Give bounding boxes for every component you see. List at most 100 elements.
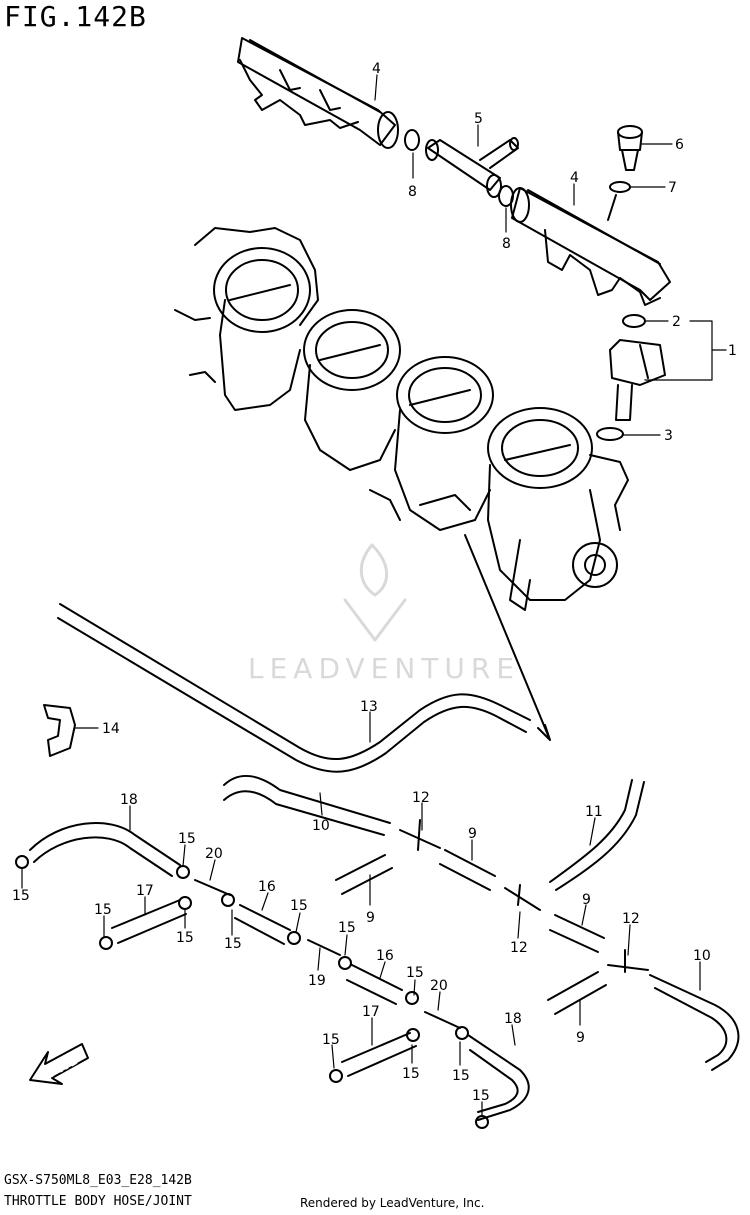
callout-20b: 20 bbox=[430, 978, 448, 994]
callout-15j: 15 bbox=[402, 1066, 420, 1082]
callout-15a: 15 bbox=[178, 831, 196, 847]
joint-part-12a bbox=[399, 819, 441, 851]
hose-part-10a-b bbox=[223, 790, 385, 836]
clamp-part-15k bbox=[455, 1026, 469, 1040]
o-ring-part-8b bbox=[498, 185, 514, 207]
clamp-part-15h bbox=[405, 991, 419, 1005]
bolt-guide-line bbox=[607, 194, 617, 221]
callout-2: 2 bbox=[672, 314, 681, 330]
fuel-rail-left bbox=[237, 37, 399, 149]
hose-part-16a bbox=[234, 904, 291, 945]
clamp-part-15b bbox=[176, 865, 190, 879]
bolt-part-6 bbox=[617, 125, 643, 171]
o-ring-part-8a bbox=[404, 129, 420, 151]
clamp-part-15f bbox=[287, 931, 301, 945]
callout-9b: 9 bbox=[366, 910, 375, 926]
callout-10b: 10 bbox=[693, 948, 711, 964]
callout-11: 11 bbox=[585, 804, 603, 820]
hose-part-17b bbox=[341, 1032, 417, 1077]
figure-title: FIG.142B bbox=[4, 0, 147, 33]
hose-part-9c bbox=[549, 914, 605, 953]
callout-14: 14 bbox=[102, 721, 120, 737]
callout-13: 13 bbox=[360, 699, 378, 715]
callout-12a: 12 bbox=[412, 790, 430, 806]
callout-7: 7 bbox=[668, 180, 677, 196]
hose-part-10a bbox=[223, 774, 391, 824]
callout-8b: 8 bbox=[502, 236, 511, 252]
hose-part-18a-b bbox=[33, 836, 173, 877]
callout-15d: 15 bbox=[176, 930, 194, 946]
callout-3: 3 bbox=[664, 428, 673, 444]
joint-part-20a bbox=[194, 879, 231, 896]
render-credit: Rendered by LeadVenture, Inc. bbox=[300, 1196, 485, 1210]
callout-15h: 15 bbox=[406, 965, 424, 981]
callout-4b: 4 bbox=[570, 170, 579, 186]
callout-9c: 9 bbox=[582, 892, 591, 908]
clamp-part-15c bbox=[99, 936, 113, 950]
clamp-part-15a bbox=[15, 855, 29, 869]
callout-15i: 15 bbox=[322, 1032, 340, 1048]
watermark-logo-icon bbox=[343, 543, 407, 642]
callout-15g: 15 bbox=[338, 920, 356, 936]
clamp-part-15j bbox=[406, 1028, 420, 1042]
seal-part-2 bbox=[622, 314, 646, 328]
callout-9a: 9 bbox=[468, 826, 477, 842]
fuel-rail-right bbox=[510, 187, 671, 306]
hose-part-10b bbox=[649, 974, 740, 1071]
callout-17b: 17 bbox=[362, 1004, 380, 1020]
callout-10a: 10 bbox=[312, 818, 330, 834]
callout-16a: 16 bbox=[258, 879, 276, 895]
joint-part-12b bbox=[504, 884, 541, 911]
fwd-label: FWD bbox=[45, 1052, 82, 1081]
callout-8a: 8 bbox=[408, 184, 417, 200]
leader-lines bbox=[21, 74, 727, 1117]
clamp-part-15d bbox=[178, 896, 192, 910]
callout-5: 5 bbox=[474, 111, 483, 127]
callout-15c: 15 bbox=[94, 902, 112, 918]
diagram-caption: THROTTLE BODY HOSE/JOINT bbox=[4, 1194, 192, 1209]
callout-12c: 12 bbox=[622, 911, 640, 927]
callout-15b: 15 bbox=[12, 888, 30, 904]
hose-part-11 bbox=[549, 779, 645, 891]
callout-4a: 4 bbox=[372, 61, 381, 77]
clamp-part-15g bbox=[338, 956, 352, 970]
fwd-arrow-icon bbox=[29, 1043, 89, 1085]
hose-part-17a bbox=[111, 899, 187, 944]
callout-15l: 15 bbox=[472, 1088, 490, 1104]
callout-6: 6 bbox=[675, 137, 684, 153]
hose-part-9a bbox=[335, 854, 393, 895]
callout-9d: 9 bbox=[576, 1030, 585, 1046]
clamp-part-15e bbox=[221, 893, 235, 907]
clamp-part-15i bbox=[329, 1069, 343, 1083]
clamp-part-14 bbox=[43, 704, 76, 757]
hose-part-18b bbox=[467, 1034, 530, 1121]
seal-part-3 bbox=[596, 427, 624, 441]
callout-17a: 17 bbox=[136, 883, 154, 899]
washer-part-7 bbox=[609, 181, 631, 193]
callout-labels: 1 2 3 4 4 5 6 7 8 8 9 9 9 9 10 10 11 12 … bbox=[12, 61, 737, 1104]
callout-15f: 15 bbox=[290, 898, 308, 914]
callout-15k: 15 bbox=[452, 1068, 470, 1084]
leader-arrow-13 bbox=[464, 534, 551, 741]
joint-part-20b bbox=[424, 1011, 461, 1029]
joint-part-5 bbox=[425, 137, 519, 198]
hose-part-13 bbox=[59, 603, 531, 760]
hose-part-13-inner bbox=[57, 617, 527, 773]
hose-part-18a bbox=[29, 822, 181, 866]
watermark-text: LEADVENTURE bbox=[248, 652, 521, 685]
callout-19: 19 bbox=[308, 973, 326, 989]
callout-20a: 20 bbox=[205, 846, 223, 862]
hose-part-9b bbox=[439, 849, 496, 891]
callout-18b: 18 bbox=[504, 1011, 522, 1027]
throttle-body-assembly bbox=[174, 227, 629, 611]
callout-16b: 16 bbox=[376, 948, 394, 964]
joint-part-12c bbox=[607, 949, 649, 973]
joint-part-19 bbox=[307, 939, 341, 956]
injector-part-1 bbox=[609, 339, 666, 421]
hose-part-9d bbox=[547, 971, 607, 1015]
callout-18a: 18 bbox=[120, 792, 138, 808]
callout-12b: 12 bbox=[510, 940, 528, 956]
callout-1: 1 bbox=[728, 343, 737, 359]
hose-part-16b bbox=[346, 964, 403, 1005]
